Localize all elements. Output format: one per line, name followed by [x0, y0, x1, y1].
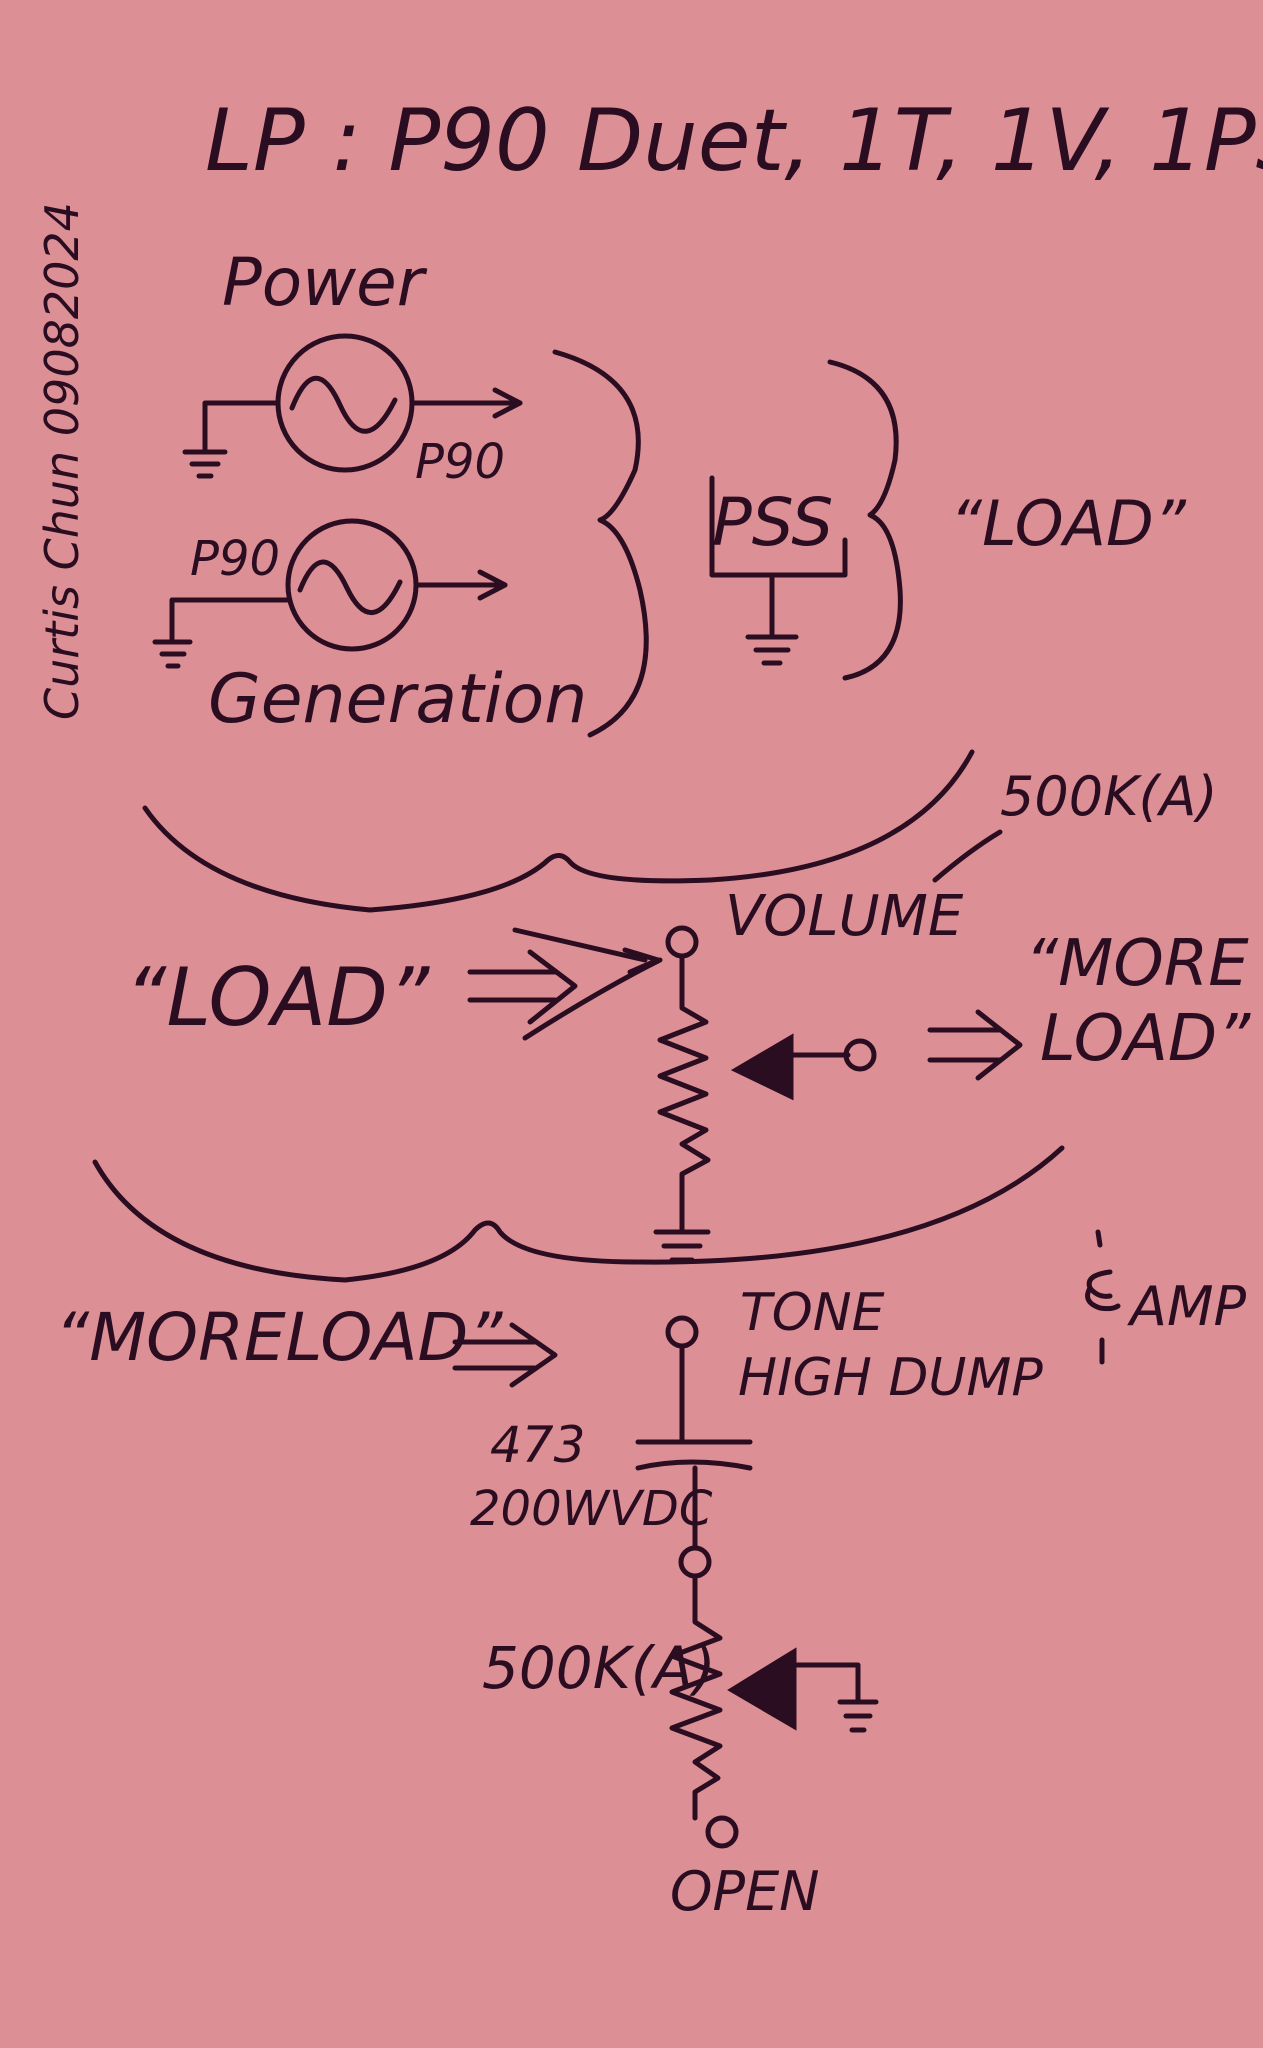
volume-value-leader [932, 829, 1003, 883]
power-heading: Power [222, 244, 428, 321]
volume-input-arrow [467, 949, 578, 1025]
tone-input-label: “MORELOAD” [55, 1299, 503, 1376]
tone-label-line1: TONE [740, 1283, 885, 1343]
generator-2-symbol [152, 518, 508, 669]
volume-input-label: “LOAD” [125, 951, 430, 1044]
load-label-1: “LOAD” [950, 487, 1187, 560]
volume-output-label-line2: LOAD” [1040, 1002, 1251, 1076]
section-brace-1 [142, 749, 975, 913]
author-signature: Curtis Chun 09082024 [35, 202, 89, 720]
section-brace-2 [92, 1145, 1065, 1283]
tone-circuit-symbol [635, 1315, 879, 1849]
pss-switch-symbol [709, 475, 848, 666]
brace-1 [552, 349, 649, 738]
brace-2 [827, 359, 903, 681]
cap-rating: 200WVDC [470, 1481, 713, 1537]
and-symbol [1085, 1229, 1121, 1365]
cap-code: 473 [490, 1416, 585, 1474]
title: LP : P90 Duet, 1T, 1V, 1PSS [205, 91, 1263, 191]
volume-output-arrow [927, 1009, 1023, 1081]
volume-pot-value: 500K(A) [1000, 765, 1218, 828]
tone-label-line2: HIGH DUMP [738, 1348, 1043, 1408]
pss-label: PSS [712, 484, 833, 561]
generator-1-symbol [182, 333, 523, 479]
volume-pot-symbol [653, 925, 877, 1263]
volume-output-label-line1: “MORE [1025, 927, 1249, 1001]
open-label: OPEN [670, 1860, 820, 1923]
volume-input-wire [512, 927, 663, 1041]
generator-1-label: P90 [415, 434, 505, 490]
amp-label: AMP [1127, 1275, 1247, 1338]
generation-label: Generation [208, 660, 587, 739]
generator-2-label: P90 [190, 531, 280, 587]
tone-input-arrow [452, 1322, 558, 1388]
tone-pot-value: 500K(A) [482, 1634, 716, 1702]
volume-label: VOLUME [725, 884, 964, 949]
